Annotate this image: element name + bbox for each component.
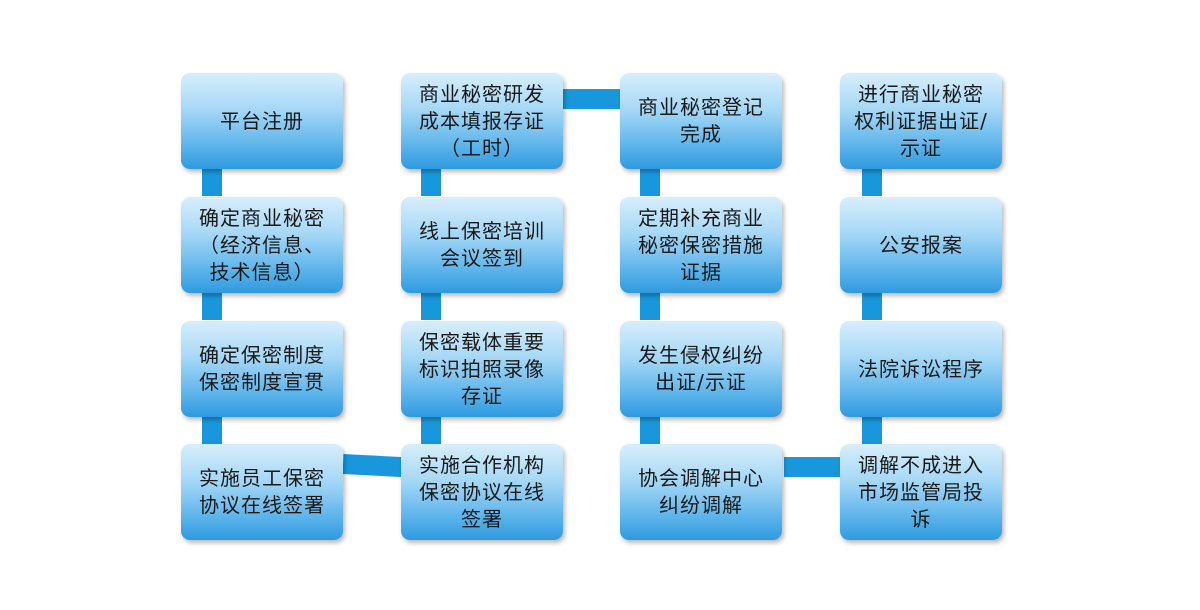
step-platform-registration: 平台注册 [181,73,343,169]
step-supplement-evidence: 定期补充商业 秘密保密措施 证据 [620,197,782,293]
step-label: 确定商业秘密 （经济信息、 技术信息） [199,205,325,284]
connector-c1-r3-r4 [202,416,222,444]
step-label: 线上保密培训 会议签到 [419,219,545,270]
connector-c4-r1-r2 [862,168,882,196]
step-online-training: 线上保密培训 会议签到 [401,197,563,293]
connector-r4-c3-c4 [784,457,842,477]
step-label: 调解不成进入 市场监管局投 诉 [858,452,984,531]
connector-c4-r2-r3 [862,292,882,320]
connector-r1-c2-c3 [563,89,622,109]
step-label: 协会调解中心 纠纷调解 [638,466,764,517]
step-define-trade-secret: 确定商业秘密 （经济信息、 技术信息） [181,197,343,293]
connector-c2-r1-r2 [421,168,441,196]
step-rights-evidence: 进行商业秘密 权利证据出证/ 示证 [840,73,1002,169]
connector-c2-r2-r3 [421,292,441,320]
step-label: 发生侵权纠纷 出证/示证 [638,343,764,394]
step-police-report: 公安报案 [840,197,1002,293]
connector-r4-c1-c2 [342,454,404,478]
step-infringement-evidence: 发生侵权纠纷 出证/示证 [620,321,782,417]
step-employee-agreement: 实施员工保密 协议在线签署 [181,444,343,540]
step-label: 公安报案 [879,232,963,257]
step-label: 法院诉讼程序 [858,356,984,381]
connector-c3-r1-r2 [640,168,660,196]
step-label: 定期补充商业 秘密保密措施 证据 [638,205,764,284]
step-confidentiality-policy: 确定保密制度 保密制度宣贯 [181,321,343,417]
connector-c3-r3-r4 [640,416,660,444]
connector-c1-r1-r2 [202,168,222,196]
step-label: 确定保密制度 保密制度宣贯 [199,343,325,394]
step-registration-complete: 商业秘密登记 完成 [620,73,782,169]
step-label: 实施合作机构 保密协议在线 签署 [419,452,545,531]
step-mediation: 协会调解中心 纠纷调解 [620,444,782,540]
step-label: 商业秘密登记 完成 [638,95,764,146]
connector-c1-r2-r3 [202,292,222,320]
connector-c3-r2-r3 [640,292,660,320]
step-label: 进行商业秘密 权利证据出证/ 示证 [854,81,988,160]
step-rd-cost-filing: 商业秘密研发 成本填报存证 （工时） [401,73,563,169]
step-label: 实施员工保密 协议在线签署 [199,466,325,517]
step-carrier-marking: 保密载体重要 标识拍照录像 存证 [401,321,563,417]
connector-c4-r3-r4 [862,416,882,444]
step-market-regulator-complaint: 调解不成进入 市场监管局投 诉 [840,444,1002,540]
connector-c2-r3-r4 [421,416,441,444]
step-label: 保密载体重要 标识拍照录像 存证 [419,329,545,408]
step-label: 平台注册 [220,108,304,133]
step-partner-agreement: 实施合作机构 保密协议在线 签署 [401,444,563,540]
step-label: 商业秘密研发 成本填报存证 （工时） [419,81,545,160]
step-court-litigation: 法院诉讼程序 [840,321,1002,417]
